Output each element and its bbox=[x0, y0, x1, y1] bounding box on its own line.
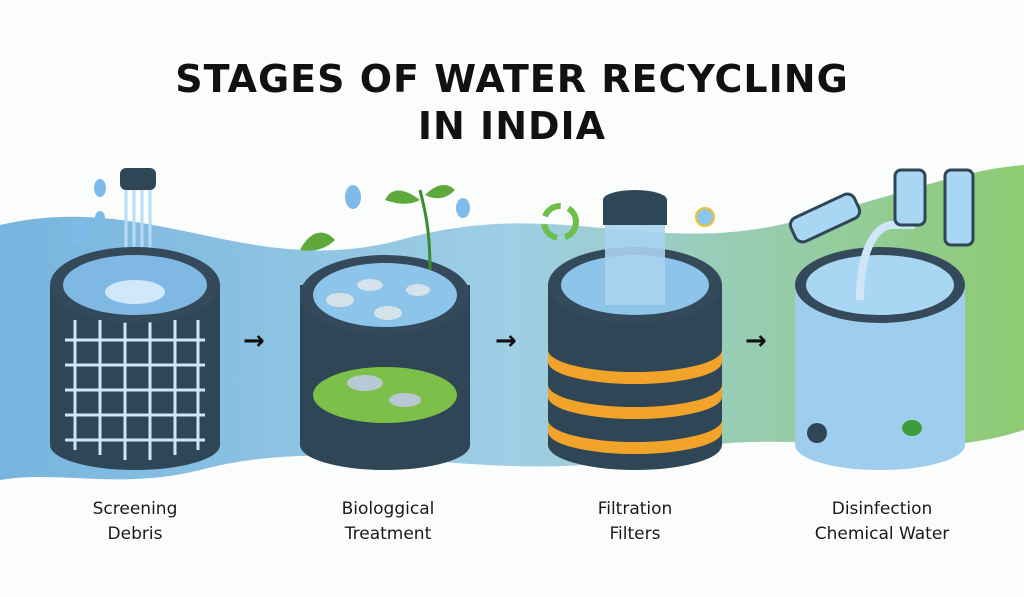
arrow-right-icon: → bbox=[243, 326, 265, 356]
stage-label-line: Filters bbox=[609, 524, 661, 544]
page-title-line-2: IN INDIA bbox=[417, 104, 607, 148]
stage-label-line: Treatment bbox=[344, 524, 432, 544]
stage-label-line: Chemical Water bbox=[814, 524, 950, 544]
water-drop-icon bbox=[70, 179, 106, 244]
stage-label-line: Biologgical bbox=[341, 499, 435, 519]
screening-tank-icon bbox=[50, 168, 220, 470]
arrow-right-icon: → bbox=[745, 326, 767, 356]
stage-label-biological: Biologgical Treatment bbox=[268, 497, 508, 547]
stage-label-filtration: Filtration Filters bbox=[515, 497, 755, 547]
water-drop-icon bbox=[345, 185, 470, 218]
background-wave bbox=[0, 165, 1024, 480]
stage-label-screening: Screening Debris bbox=[15, 497, 255, 547]
biological-tank-icon bbox=[300, 185, 470, 470]
stage-label-line: Disinfection bbox=[831, 499, 933, 519]
disinfection-tank-icon bbox=[788, 168, 975, 470]
sun-icon bbox=[695, 207, 715, 227]
stage-label-line: Screening bbox=[92, 499, 178, 519]
arrow-right-icon: → bbox=[495, 326, 517, 356]
stage-label-disinfection: Disinfection Chemical Water bbox=[762, 497, 1002, 547]
recycle-icon bbox=[541, 203, 579, 241]
filtration-tank-icon bbox=[548, 190, 722, 470]
page-title-line-1: STAGES OF WATER RECYCLING bbox=[175, 57, 849, 101]
stage-label-line: Debris bbox=[107, 524, 163, 544]
stage-label-line: Filtration bbox=[597, 499, 673, 519]
